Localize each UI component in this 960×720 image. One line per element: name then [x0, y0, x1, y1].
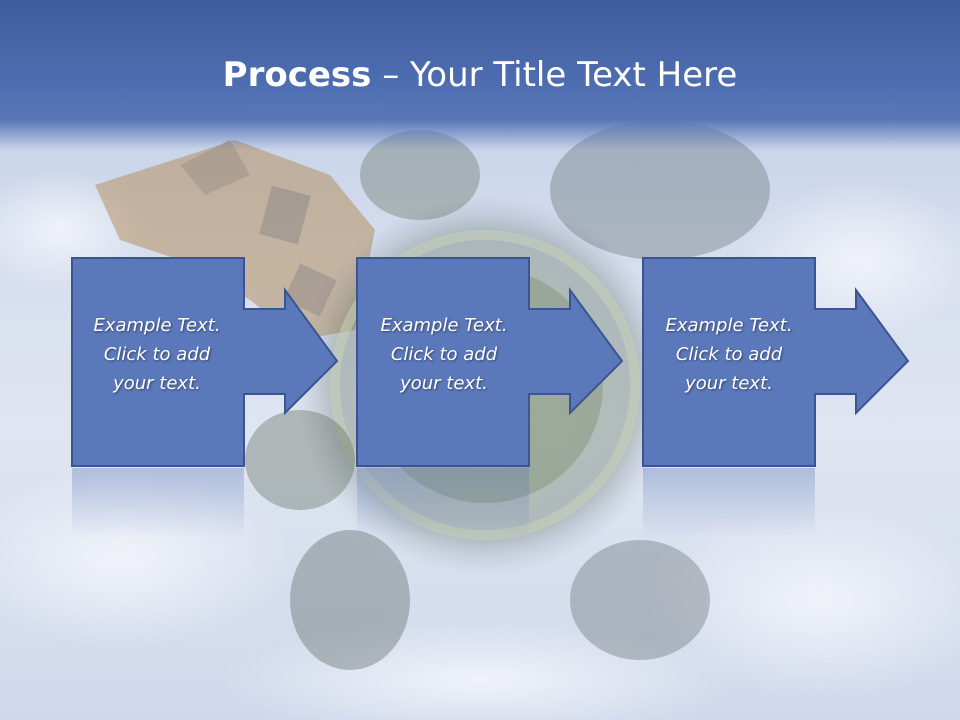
step-1-line-1: Example Text. [93, 315, 221, 336]
step-2-text[interactable]: Example Text. Click to add your text. [357, 311, 531, 398]
title-bold: Process [222, 55, 372, 95]
step-3-line-1: Example Text. [665, 315, 793, 336]
step-reflections [72, 468, 815, 538]
step-1-text[interactable]: Example Text. Click to add your text. [70, 311, 244, 398]
slide-title[interactable]: Process – Your Title Text Here [0, 50, 960, 100]
step-arrow-3[interactable] [642, 257, 910, 467]
step-1-line-2: Click to add [103, 344, 211, 365]
clouds [0, 170, 960, 720]
title-rest: Your Title Text Here [410, 55, 738, 95]
step-2-line-2: Click to add [390, 344, 498, 365]
step-3-line-2: Click to add [675, 344, 783, 365]
step-arrow-2[interactable] [356, 257, 624, 467]
tree-silhouettes [245, 120, 770, 670]
building-silhouette [95, 140, 375, 340]
step-2-line-1: Example Text. [380, 315, 508, 336]
step-arrow-1[interactable] [71, 257, 339, 467]
step-3-text[interactable]: Example Text. Click to add your text. [642, 311, 816, 398]
title-band [0, 0, 960, 150]
step-1-line-3: your text. [113, 373, 201, 394]
title-dash: – [382, 55, 400, 95]
step-2-line-3: your text. [400, 373, 488, 394]
step-3-line-3: your text. [685, 373, 773, 394]
